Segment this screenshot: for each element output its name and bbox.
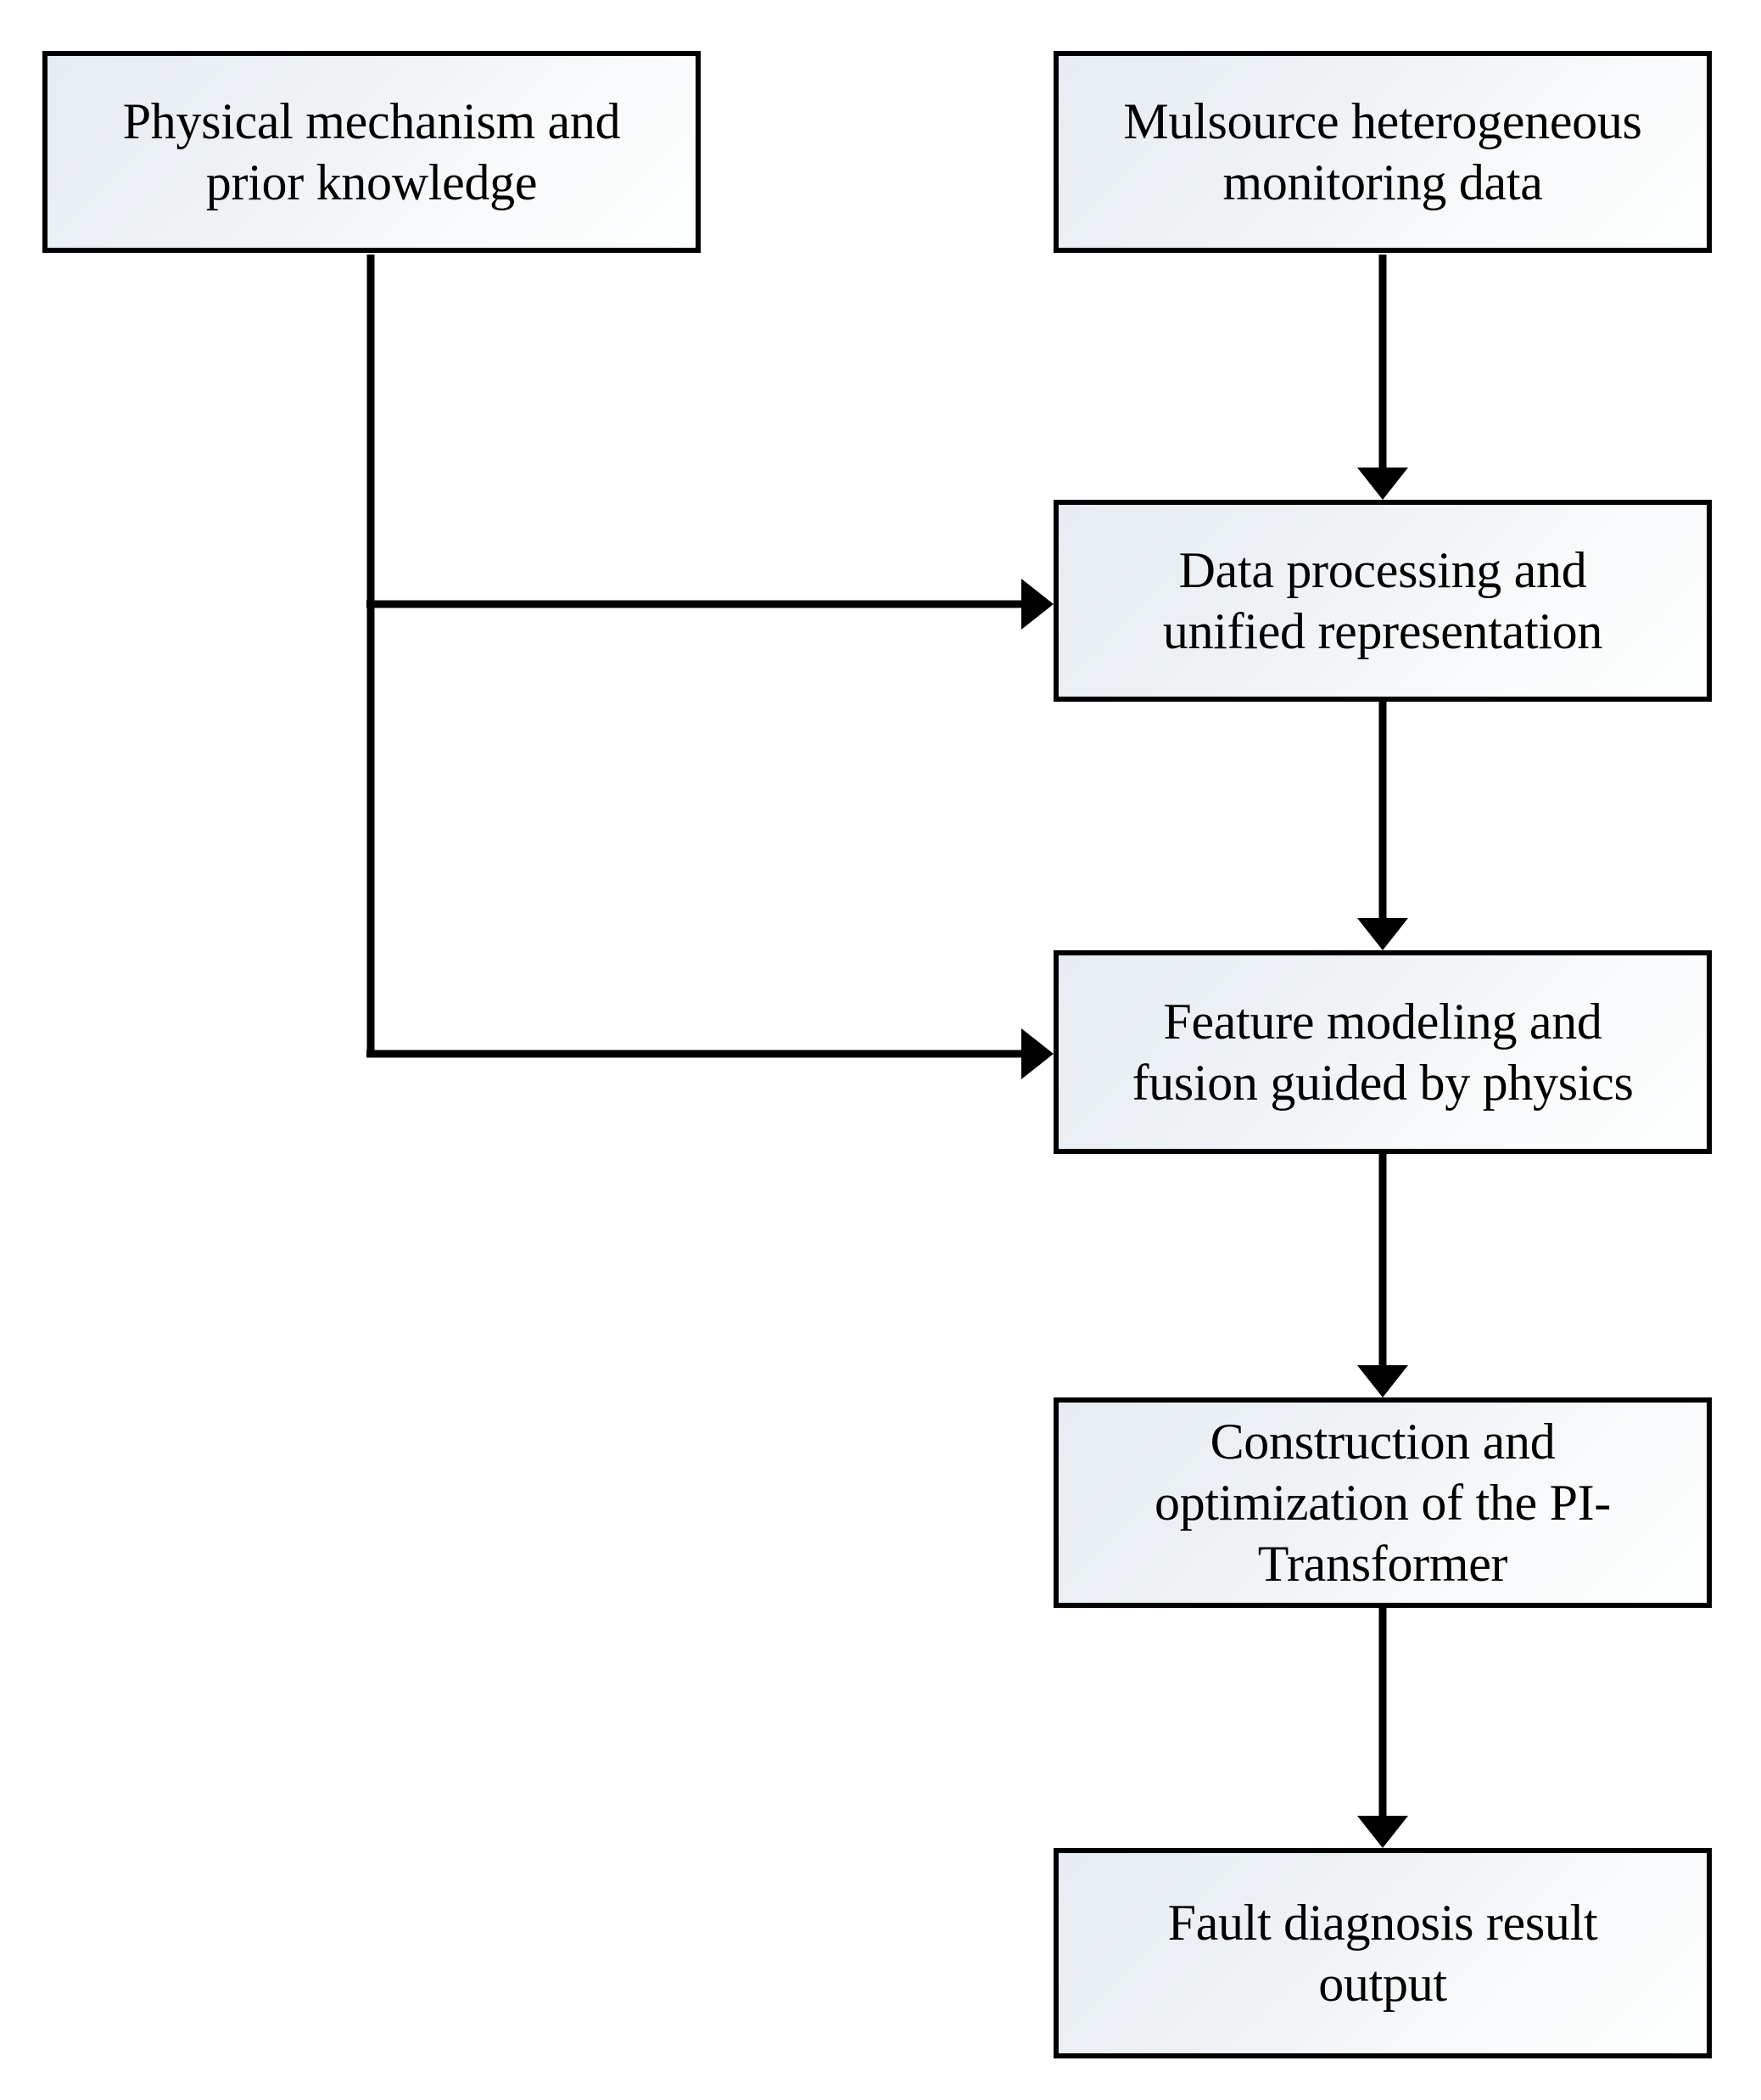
edge-processing-to-feature	[1357, 702, 1408, 950]
node-feature-modeling-label: Feature modeling and fusion guided by ph…	[1132, 994, 1634, 1111]
node-fault-output[interactable]: Fault diagnosis result output	[1054, 1848, 1712, 2058]
edge-physical-to-processing	[366, 579, 1054, 630]
node-feature-modeling[interactable]: Feature modeling and fusion guided by ph…	[1054, 950, 1712, 1154]
node-data-processing[interactable]: Data processing and unified representati…	[1054, 500, 1712, 702]
edge-transformer-to-output	[1357, 1608, 1408, 1848]
node-data-processing-label: Data processing and unified representati…	[1162, 542, 1603, 659]
node-physical-mechanism[interactable]: Physical mechanism and prior knowledge	[42, 51, 701, 253]
node-fault-output-label: Fault diagnosis result output	[1167, 1895, 1598, 2012]
node-pi-transformer[interactable]: Construction and optimization of the PI-…	[1054, 1397, 1712, 1608]
node-monitoring-data[interactable]: Mulsource heterogeneous monitoring data	[1054, 51, 1712, 253]
node-monitoring-data-label: Mulsource heterogeneous monitoring data	[1123, 93, 1642, 210]
node-physical-mechanism-label: Physical mechanism and prior knowledge	[122, 93, 621, 210]
edge-physical-to-feature	[366, 1028, 1054, 1079]
edge-monitoring-to-processing	[1357, 255, 1408, 500]
node-pi-transformer-label: Construction and optimization of the PI-…	[1154, 1414, 1611, 1592]
edge-feature-to-transformer	[1357, 1154, 1408, 1397]
